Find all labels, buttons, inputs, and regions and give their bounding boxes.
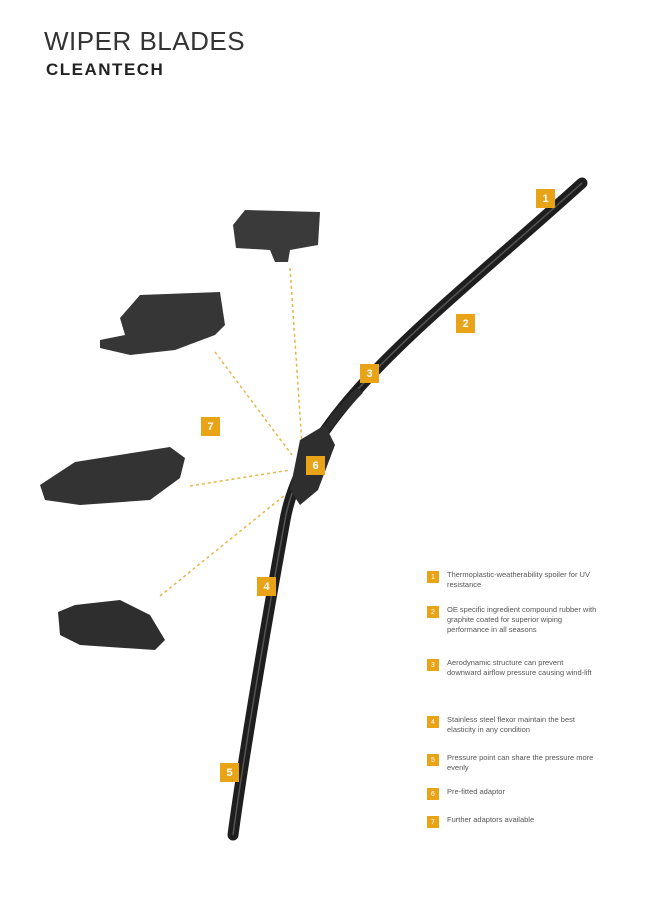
legend-text: Pressure point can share the pressure mo… bbox=[447, 753, 594, 772]
legend-badge: 2 bbox=[427, 606, 439, 618]
legend-text: Thermoplastic-weatherability spoiler for… bbox=[447, 570, 590, 589]
legend-text: OE specific ingredient compound rubber w… bbox=[447, 605, 597, 634]
legend-item: 6 Pre-fitted adaptor bbox=[427, 787, 597, 800]
title: WIPER BLADES bbox=[44, 26, 246, 56]
badge-4: 4 bbox=[257, 577, 276, 596]
badge-6: 6 bbox=[306, 456, 325, 475]
badge-5: 5 bbox=[220, 763, 239, 782]
badge-7: 7 bbox=[201, 417, 220, 436]
badge-1: 1 bbox=[536, 189, 555, 208]
legend-item: 4 Stainless steel flexor maintain the bes… bbox=[427, 715, 597, 735]
wiper-blade bbox=[227, 177, 588, 841]
adaptor-third bbox=[40, 447, 185, 505]
legend-text: Aerodynamic structure can prevent downwa… bbox=[447, 658, 592, 677]
legend-text: Further adaptors available bbox=[447, 815, 535, 824]
legend-badge: 1 bbox=[427, 571, 439, 583]
legend-text: Stainless steel flexor maintain the best… bbox=[447, 715, 575, 734]
legend-item: 5 Pressure point can share the pressure m… bbox=[427, 753, 597, 773]
subtitle: CLEANTECH bbox=[46, 60, 165, 79]
legend-item: 7 Further adaptors available bbox=[427, 815, 597, 828]
adaptor-top bbox=[233, 210, 320, 262]
leader-lines bbox=[159, 267, 303, 597]
adaptor-second bbox=[100, 292, 225, 355]
legend-badge: 4 bbox=[427, 716, 439, 728]
legend-badge: 3 bbox=[427, 659, 439, 671]
badge-3: 3 bbox=[360, 364, 379, 383]
badge-2: 2 bbox=[456, 314, 475, 333]
legend-item: 3 Aerodynamic structure can prevent downw… bbox=[427, 658, 597, 678]
legend-item: 2 OE specific ingredient compound rubber … bbox=[427, 605, 597, 635]
legend-badge: 7 bbox=[427, 816, 439, 828]
adaptor-fourth bbox=[58, 600, 165, 650]
legend-badge: 6 bbox=[427, 788, 439, 800]
legend-text: Pre-fitted adaptor bbox=[447, 787, 505, 796]
legend-item: 1 Thermoplastic-weatherability spoiler fo… bbox=[427, 570, 597, 590]
legend-badge: 5 bbox=[427, 754, 439, 766]
